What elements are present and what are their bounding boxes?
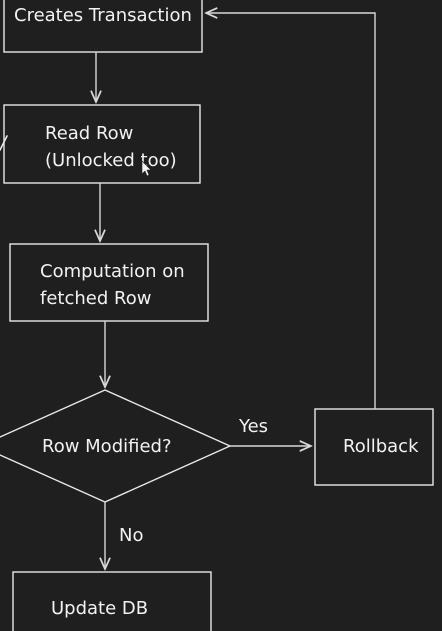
node-create-transaction-box <box>3 0 203 53</box>
node-rollback: Rollback <box>314 408 434 486</box>
node-rollback-box <box>314 408 434 486</box>
node-computation-box <box>9 243 209 322</box>
mouse-cursor-icon <box>141 160 152 177</box>
node-update-db-box <box>12 571 212 631</box>
node-row-modified-label: Row Modified? <box>42 436 172 457</box>
node-computation-label-line1: Computation on <box>40 261 185 282</box>
node-read-row-label-line1: Read Row <box>45 123 133 144</box>
pen-tick-mark <box>0 135 8 151</box>
node-read-row: Read Row (Unlocked too) <box>0 104 201 184</box>
node-row-modified: Row Modified? <box>0 389 232 503</box>
node-read-row-box <box>3 104 201 184</box>
edge-rollback-to-create <box>206 13 376 409</box>
edge-yes-label: Yes <box>238 416 268 437</box>
node-read-row-label-line2: (Unlocked too) <box>45 150 177 171</box>
node-rollback-label: Rollback <box>343 436 419 457</box>
node-computation-label-line2: fetched Row <box>40 288 151 309</box>
node-computation: Computation on fetched Row <box>9 243 209 322</box>
node-update-db-label: Update DB <box>51 598 148 619</box>
node-create-transaction-label: Creates Transaction <box>14 5 192 26</box>
node-update-db: Update DB <box>12 571 212 631</box>
node-create-transaction: Creates Transaction <box>3 0 203 53</box>
edge-no-label: No <box>119 525 143 546</box>
